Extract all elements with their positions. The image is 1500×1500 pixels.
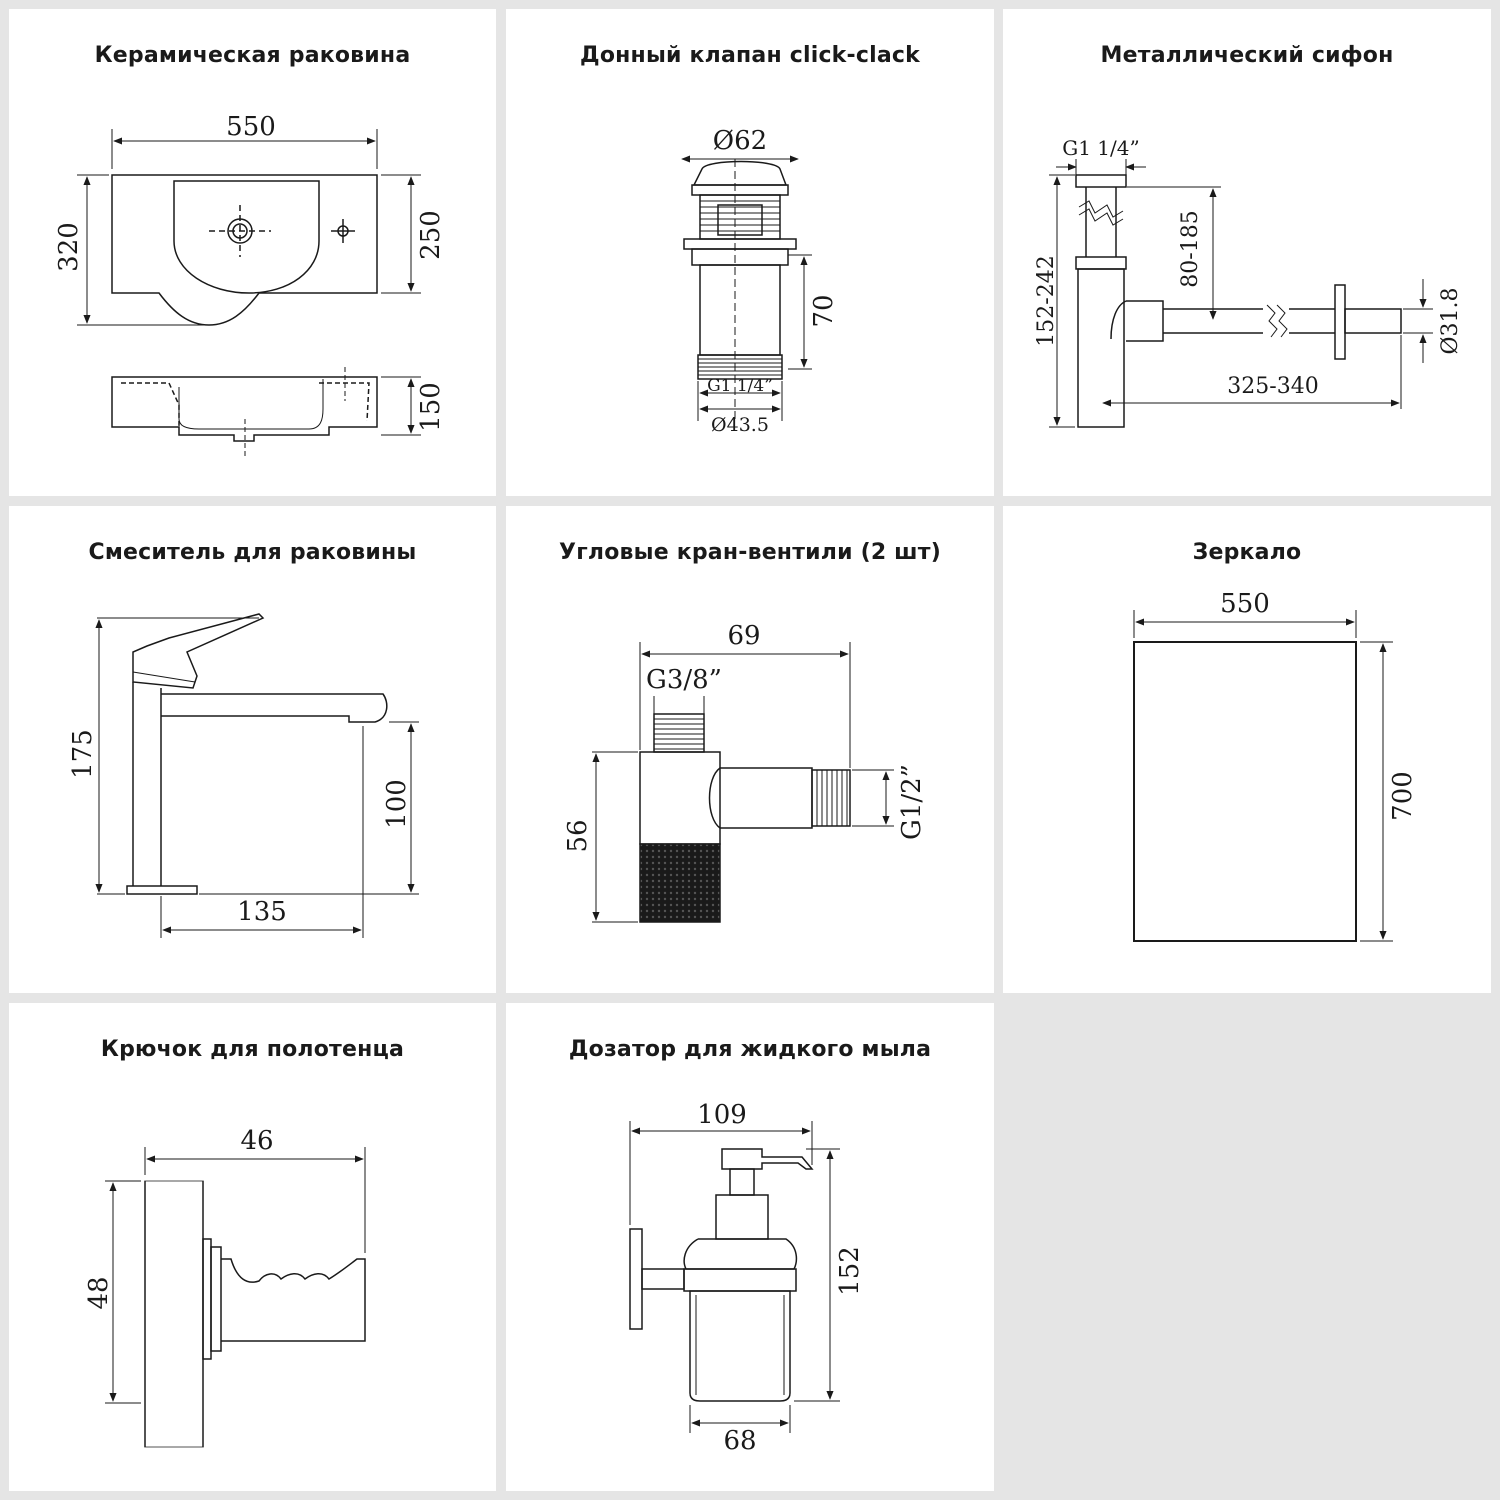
panel-title: Донный клапан click-clack: [580, 43, 920, 68]
soap-dispenser-drawing: 109 152 68: [629, 1100, 865, 1456]
dim-bottle-width: 68: [723, 1426, 756, 1456]
dim-height: 320: [54, 222, 84, 272]
panel-title: Смеситель для раковины: [88, 540, 417, 565]
faucet-drawing: 175 100 135: [68, 613, 419, 938]
mirror-drawing: 550 700: [1133, 589, 1418, 942]
dim-height: 56: [563, 819, 593, 852]
angle-valve-drawing: 69 G3/8” 56 G1/2”: [563, 621, 927, 923]
panel-metal-siphon: Металлический сифон: [1003, 9, 1491, 496]
panel-mirror: Зеркало 550 700: [1003, 506, 1491, 993]
drain-valve-drawing: Ø62 70 G1 1/4” Ø43.5: [681, 126, 839, 436]
dim-body-diameter: Ø43.5: [711, 414, 769, 436]
dim-depth: 109: [697, 1100, 747, 1130]
dim-thread: G1 1/4”: [707, 376, 773, 396]
siphon-drawing: G1 1/4” 152-242 80-185 Ø31.8 325-340: [1034, 136, 1463, 428]
dim-inlet-thread: G3/8”: [646, 665, 722, 695]
panel-towel-hook: Крючок для полотенца 46 48: [9, 1003, 496, 1491]
dim-total-height: 152-242: [1034, 255, 1059, 346]
dim-height: 700: [1388, 771, 1418, 821]
dim-length: 69: [727, 621, 760, 651]
dim-height: 175: [68, 729, 98, 779]
towel-hook-drawing: 46 48: [84, 1126, 366, 1448]
dim-spout-height: 100: [382, 779, 412, 829]
dim-length: 325-340: [1227, 374, 1318, 399]
dim-width: 550: [226, 112, 276, 142]
panel-drain-valve: Донный клапан click-clack: [506, 9, 994, 496]
dim-height: 48: [84, 1276, 114, 1309]
panel-title: Крючок для полотенца: [100, 1037, 405, 1062]
panel-angle-valves: Угловые кран-вентили (2 шт): [506, 506, 994, 993]
dim-width: 550: [1220, 589, 1270, 619]
dim-height: 152: [835, 1246, 865, 1296]
dim-depth: 150: [416, 382, 446, 432]
dim-thread: G1 1/4”: [1062, 136, 1139, 160]
sink-drawing: 550 320 250 150: [54, 112, 446, 459]
panel-title: Угловые кран-вентили (2 шт): [559, 540, 941, 565]
panel-title: Зеркало: [1192, 540, 1302, 565]
dim-bowl-height: 250: [416, 210, 446, 260]
dim-reach: 135: [237, 897, 287, 927]
panel-faucet: Смеситель для раковины: [9, 506, 496, 993]
dim-cap-diameter: Ø62: [713, 126, 767, 156]
panel-ceramic-sink: Керамическая раковина: [9, 9, 496, 496]
panel-title: Дозатор для жидкого мыла: [568, 1037, 932, 1062]
dim-outlet-height: 80-185: [1178, 210, 1203, 287]
dim-outlet-thread: G1/2”: [897, 764, 927, 840]
dim-pipe-diameter: Ø31.8: [1438, 287, 1463, 354]
panel-soap-dispenser: Дозатор для жидкого мыла: [506, 1003, 994, 1491]
panel-title: Металлический сифон: [1100, 43, 1394, 68]
dim-height: 70: [809, 294, 839, 327]
panel-title: Керамическая раковина: [94, 43, 411, 68]
dim-depth: 46: [240, 1126, 273, 1156]
